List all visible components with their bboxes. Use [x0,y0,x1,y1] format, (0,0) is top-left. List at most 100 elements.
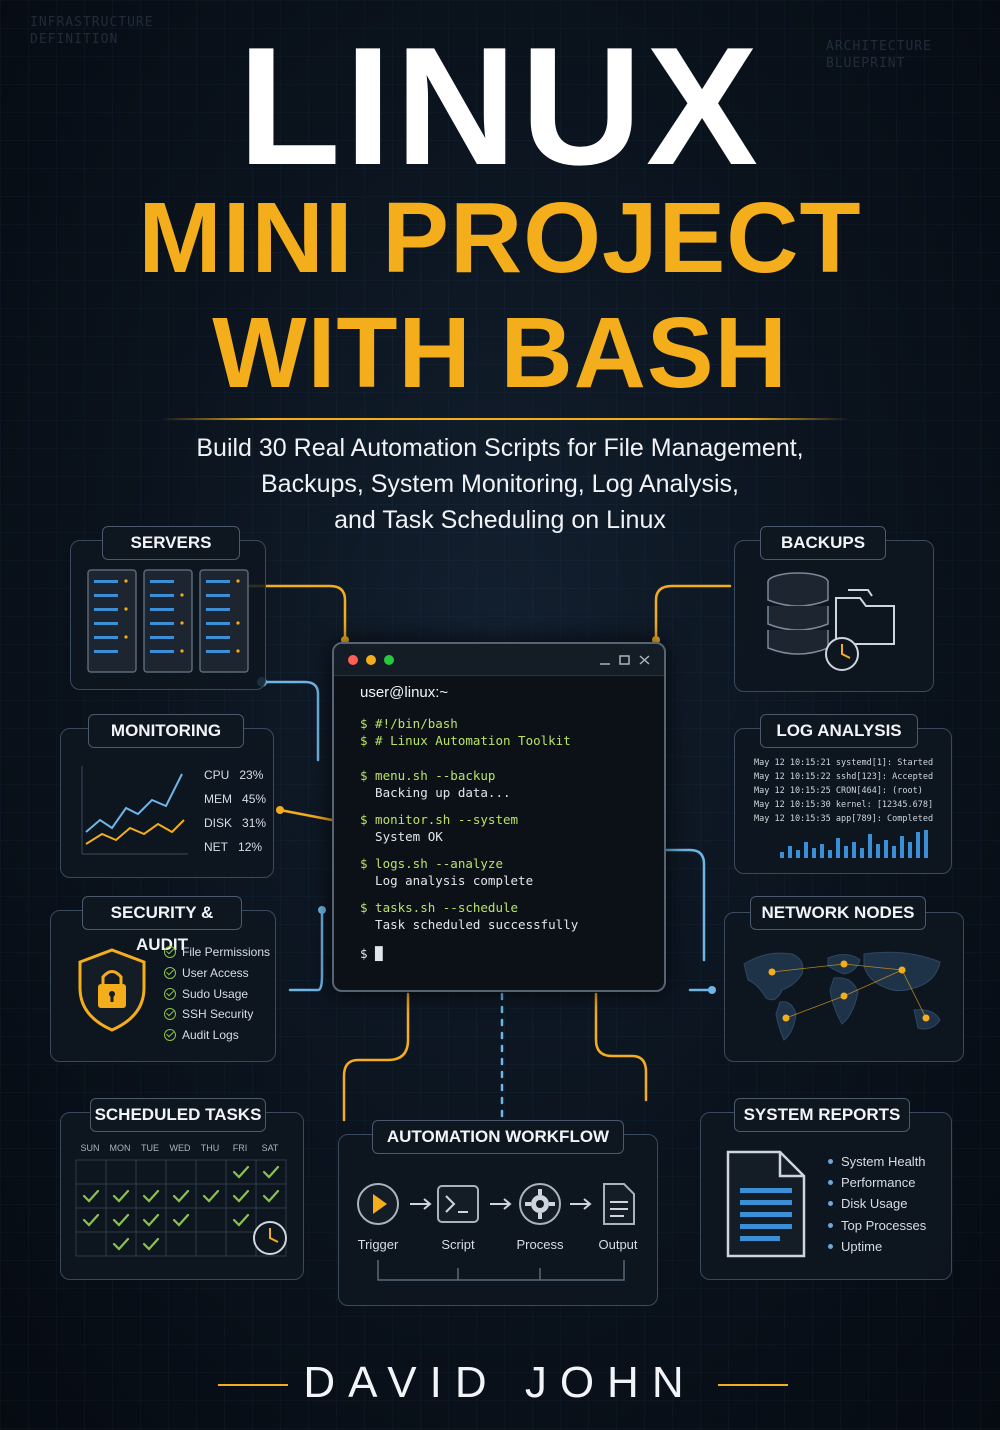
maximize-dot-icon[interactable] [384,655,394,665]
log-line: May 12 10:15:30 kernel: [12345.678] [754,800,934,810]
terminal-line: $ logs.sh --analyze [360,856,503,871]
connector-node [708,986,716,994]
corner-text-right-line-2: BLUEPRINT [826,56,906,71]
workflow-loop-line [377,1260,625,1281]
title-linux: LINUX [238,12,762,200]
day-label: THU [200,1143,220,1153]
terminal-window: user@linux:~ $ #!/bin/bash $ # Linux Aut… [332,642,666,992]
report-item: System Health [828,1154,926,1169]
report-document-icon [726,1150,806,1258]
log-analysis-label: LOG ANALYSIS [760,714,918,748]
workflow-arrows [410,1198,592,1210]
corner-text-left: INFRASTRUCTURE DEFINITION [30,14,154,48]
monitoring-line-chart [81,766,188,855]
corner-text-right: ARCHITECTURE BLUEPRINT [826,38,932,72]
connector-reports [594,992,648,1102]
day-label: TUE [141,1143,159,1153]
close-dot-icon[interactable] [348,655,358,665]
day-label: MON [109,1143,131,1153]
arrow-right-icon [490,1198,512,1210]
minimize-dot-icon[interactable] [366,655,376,665]
subtitle-line-3: and Task Scheduling on Linux [334,506,666,534]
world-map-icon [743,951,941,1041]
terminal-line: $ # Linux Automation Toolkit [360,733,571,748]
scheduled-label: SCHEDULED TASKS [90,1098,266,1132]
stat-cpu-name: CPU [204,768,230,782]
security-item: Sudo Usage [164,986,248,1002]
connector-servers-blue [260,680,320,762]
security-item-label: Audit Logs [182,1028,239,1042]
corner-text-left-line-1: INFRASTRUCTURE [30,15,154,30]
stat-disk-value: 31% [242,816,267,830]
connector-backups [654,584,732,642]
terminal-prompt-title: user@linux:~ [360,684,449,701]
connector-scheduled [342,992,410,1122]
title-divider [160,418,850,420]
author-name: DAVID JOHN [303,1358,697,1407]
terminal-line: $ #!/bin/bash [360,716,458,731]
log-line: May 12 10:15:22 sshd[123]: Accepted [754,772,934,782]
connector-servers [238,584,347,642]
workflow-step-label: Process [516,1237,564,1252]
stat-disk: DISK 31% [204,816,266,830]
workflow-label: AUTOMATION WORKFLOW [372,1120,624,1154]
network-label: NETWORK NODES [750,896,926,930]
connector-node [276,806,284,814]
terminal-line: System OK [360,829,443,844]
subtitle-line-2: Backups, System Monitoring, Log Analysis… [260,470,739,498]
stat-net-value: 12% [238,840,263,854]
security-item: File Permissions [164,944,270,960]
day-label: WED [169,1143,191,1153]
connector-log [664,848,706,962]
log-line: May 12 10:15:25 CRON[464]: (root) [754,786,923,796]
terminal-cursor-line[interactable]: $ █ [360,946,383,961]
terminal-line: $ monitor.sh --system [360,812,519,827]
security-item-label: SSH Security [182,1007,254,1021]
report-item: Performance [828,1175,915,1190]
security-label: SECURITY & AUDIT [82,896,242,954]
terminal-line: Backing up data... [360,785,511,800]
corner-text-right-line-1: ARCHITECTURE [826,39,932,54]
stat-net: NET 12% [204,840,262,854]
arrow-right-icon [410,1198,432,1210]
check-icon [164,988,176,1000]
check-icon [164,967,176,979]
connector-security [288,908,324,992]
window-controls-icon[interactable] [598,654,654,666]
author-rule-right [718,1384,788,1386]
stat-cpu-value: 23% [239,768,264,782]
workflow-step-label: Output [598,1237,638,1252]
subtitle: Build 30 Real Automation Scripts for Fil… [0,430,1000,538]
calendar-grid [75,1159,287,1257]
security-item: User Access [164,965,249,981]
server-rack-icon [87,569,249,673]
connector-monitoring [278,808,334,822]
security-item-label: User Access [182,966,249,980]
log-line: May 12 10:15:21 systemd[1]: Started [754,758,934,768]
day-label: SAT [261,1143,279,1153]
terminal-line: Log analysis complete [360,873,534,888]
check-icon [164,946,176,958]
reports-label: SYSTEM REPORTS [734,1098,910,1132]
database-folder-icon [767,572,895,671]
subtitle-line-1: Build 30 Real Automation Scripts for Fil… [196,434,804,462]
stat-cpu: CPU 23% [204,768,263,782]
stat-mem-name: MEM [204,792,232,806]
stat-mem-value: 45% [242,792,267,806]
security-item-label: File Permissions [182,945,271,959]
security-item-label: Sudo Usage [182,987,249,1001]
day-label: SUN [80,1143,100,1153]
log-analysis-panel [734,728,952,874]
title-with-bash: WITH BASH [212,297,788,409]
check-icon [164,1008,176,1020]
workflow-step-label: Trigger [357,1237,399,1252]
stat-mem: MEM 45% [204,792,266,806]
terminal-titlebar [334,644,664,676]
check-icon [164,1029,176,1041]
shield-lock-icon [78,948,146,1032]
workflow-step-label: Script [441,1237,475,1252]
title-mini-project: MINI PROJECT [138,182,862,294]
report-item: Disk Usage [828,1196,907,1211]
security-item: SSH Security [164,1006,253,1022]
